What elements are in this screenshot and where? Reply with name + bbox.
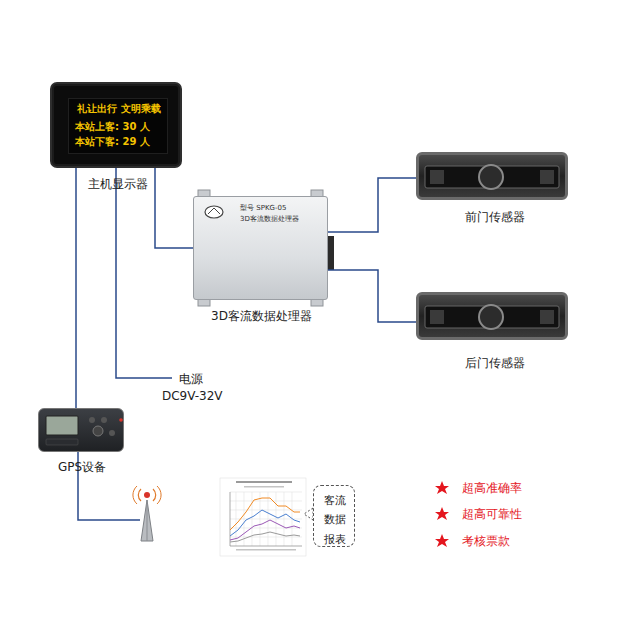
maker-logo — [208, 208, 220, 214]
chart-sheet — [220, 478, 306, 556]
chart-title-bar — [236, 481, 292, 483]
signal-wave — [138, 489, 141, 501]
signal-wave — [133, 486, 137, 504]
chart-subtitle-bar — [244, 486, 284, 488]
feature-text: 超高可靠性 — [462, 507, 522, 521]
antenna-tower — [141, 500, 153, 541]
sensor-lens — [479, 165, 503, 189]
device-label: 前门传感器 — [419, 210, 571, 225]
star-bullet — [435, 481, 449, 494]
host-display: 主机显示器礼让出行 文明乘载本站上客: 30 人本站下客: 29 人 — [50, 82, 182, 168]
signal-wave — [157, 486, 161, 504]
gps-button — [109, 430, 115, 436]
sensor-window — [425, 306, 559, 328]
gps-device: GPS设备 — [38, 408, 124, 452]
screen-text: 本站上客: 30 人 — [75, 121, 167, 134]
device-label: 主机显示器 — [42, 177, 194, 192]
chart-axis — [230, 492, 231, 546]
antenna-tip — [144, 492, 150, 498]
cable-connector — [328, 236, 334, 270]
rear-sensor: 后门传感器 — [416, 292, 568, 340]
chart-line — [230, 532, 300, 542]
chart-line — [230, 510, 300, 536]
power-label: 电源 — [179, 372, 203, 386]
sensor-lens-side — [540, 310, 554, 324]
signal-cable — [155, 168, 193, 248]
sensor-lens — [479, 305, 503, 329]
voltage-label: DC9V-32V — [162, 389, 223, 403]
feature-text: 超高准确率 — [462, 481, 522, 495]
gps-button — [93, 426, 103, 436]
chart-line — [230, 498, 300, 530]
callout-pointer — [304, 508, 313, 520]
front-sensor: 前门传感器 — [416, 152, 568, 200]
device-label: GPS设备 — [29, 460, 135, 475]
gps-button — [101, 417, 107, 423]
sensor-lens-side — [540, 170, 554, 184]
gps-button — [89, 417, 95, 423]
product-text: 3D客流数据处理器 — [240, 215, 324, 224]
display-screen: 礼让出行 文明乘载本站上客: 30 人本站下客: 29 人 — [68, 98, 168, 154]
report-callout: 客流 数据 报表 — [313, 485, 355, 547]
feature-text: 考核票款 — [462, 534, 510, 548]
signal-cable — [328, 178, 416, 232]
signal-cable — [75, 168, 77, 408]
sensor-window — [425, 166, 559, 188]
signal-cable — [328, 270, 416, 322]
star-bullet — [435, 534, 449, 547]
screen-text: 礼让出行 文明乘载 — [71, 103, 167, 116]
gps-keypad — [46, 439, 78, 445]
sensor-lens-side — [430, 170, 444, 184]
callout-text: 客流 数据 报表 — [320, 491, 350, 549]
star-bullet — [435, 507, 449, 520]
gps-screen — [46, 416, 78, 435]
maker-logo — [205, 206, 223, 218]
gps-led — [119, 418, 123, 422]
device-label: 3D客流数据处理器 — [179, 309, 344, 324]
signal-wave — [153, 489, 156, 501]
data-processor: 3D客流数据处理器型号 SPKG-053D客流数据处理器 — [193, 196, 328, 300]
power-wire — [116, 168, 172, 378]
chart-axis-bar — [236, 549, 296, 551]
chart-axis — [230, 546, 302, 547]
sensor-lens-side — [430, 310, 444, 324]
chart-grid — [230, 492, 302, 546]
device-label: 后门传感器 — [419, 356, 571, 371]
model-text: 型号 SPKG-05 — [240, 204, 324, 213]
screen-text: 本站下客: 29 人 — [75, 136, 167, 149]
antenna-mast — [147, 500, 148, 541]
chart-line — [230, 520, 300, 540]
